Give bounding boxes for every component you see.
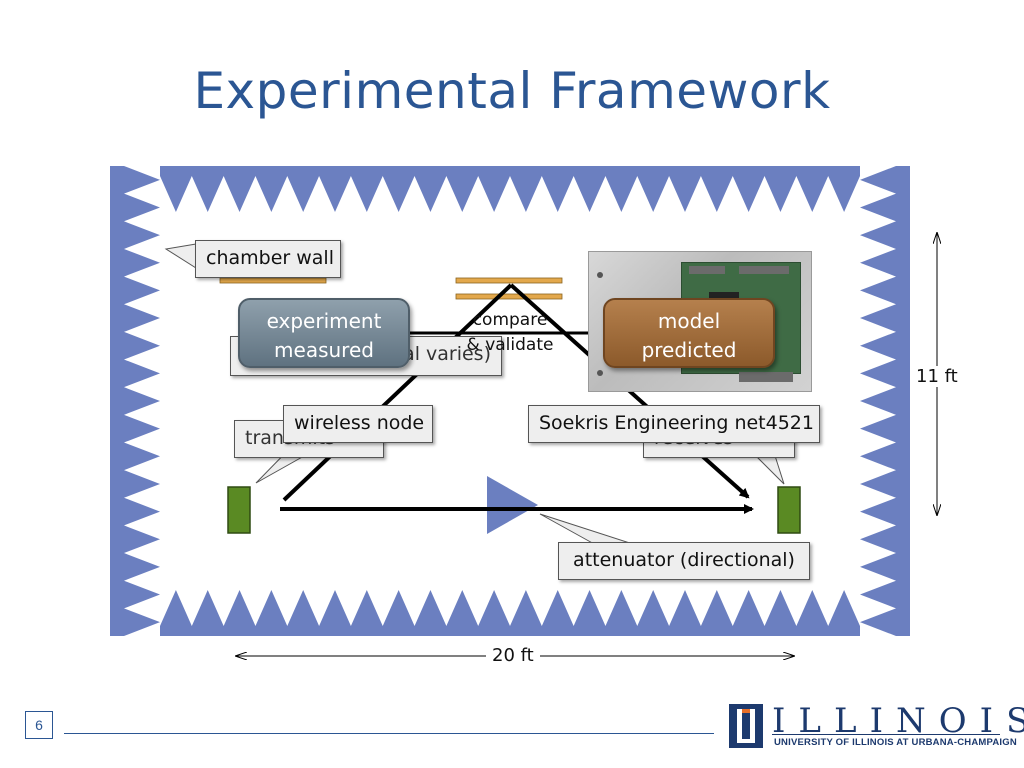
illinois-subtitle: UNIVERSITY OF ILLINOIS AT URBANA-CHAMPAI… (774, 737, 1017, 748)
attenuator-callout: attenuator (directional) (558, 542, 810, 580)
transmitter-node (227, 486, 251, 534)
experiment-line-1: experiment (266, 309, 382, 333)
width-dimension-label: 20 ft (486, 645, 540, 666)
chamber-walls (110, 166, 910, 636)
bottom-absorber-wall (160, 590, 860, 636)
attenuator-pointer (539, 513, 637, 546)
chamber-wall-pointer (164, 243, 197, 269)
wireless-node-text: wireless node (294, 412, 425, 434)
experiment-line-2: measured (274, 338, 374, 362)
soekris-text: Soekris Engineering net4521 (539, 412, 814, 434)
attenuator-wedge (487, 476, 538, 534)
compare-label-line-2: & validate (466, 335, 554, 355)
plate-bar-bottom (455, 293, 563, 300)
attenuator-text: attenuator (directional) (573, 549, 795, 571)
logo-separator (772, 734, 1000, 735)
footer-divider (64, 733, 714, 734)
board-screw (597, 272, 603, 278)
plate-bar-top (455, 277, 563, 284)
experiment-measured-box: experiment measured (238, 298, 410, 368)
top-absorber-wall (160, 166, 860, 212)
chamber-wall-callout: chamber wall (195, 240, 341, 278)
receiver-node (777, 486, 801, 534)
board-connector (739, 372, 793, 382)
model-predicted-box: model predicted (603, 298, 775, 368)
right-absorber-wall (860, 166, 910, 636)
soekris-callout: Soekris Engineering net4521 (528, 405, 820, 443)
compare-label-line-1: compare (472, 310, 548, 330)
left-absorber-wall (110, 166, 160, 636)
chamber-wall-text: chamber wall (206, 247, 334, 269)
slide-number: 6 (25, 711, 53, 739)
height-dimension-label: 11 ft (910, 366, 964, 387)
compare-validate-label: compare & validate (455, 308, 565, 358)
model-line-2: predicted (641, 338, 737, 362)
board-connector (739, 266, 789, 274)
illinois-wordmark: ILLINOIS (772, 701, 1024, 741)
wireless-node-callout: wireless node (283, 405, 433, 443)
board-screw (597, 370, 603, 376)
illinois-block-i-logo-icon (729, 704, 763, 748)
model-line-1: model (657, 309, 721, 333)
board-connector (689, 266, 725, 274)
slide-title: Experimental Framework (193, 62, 831, 120)
wall-bar (219, 277, 327, 284)
path-line-left (282, 283, 513, 502)
